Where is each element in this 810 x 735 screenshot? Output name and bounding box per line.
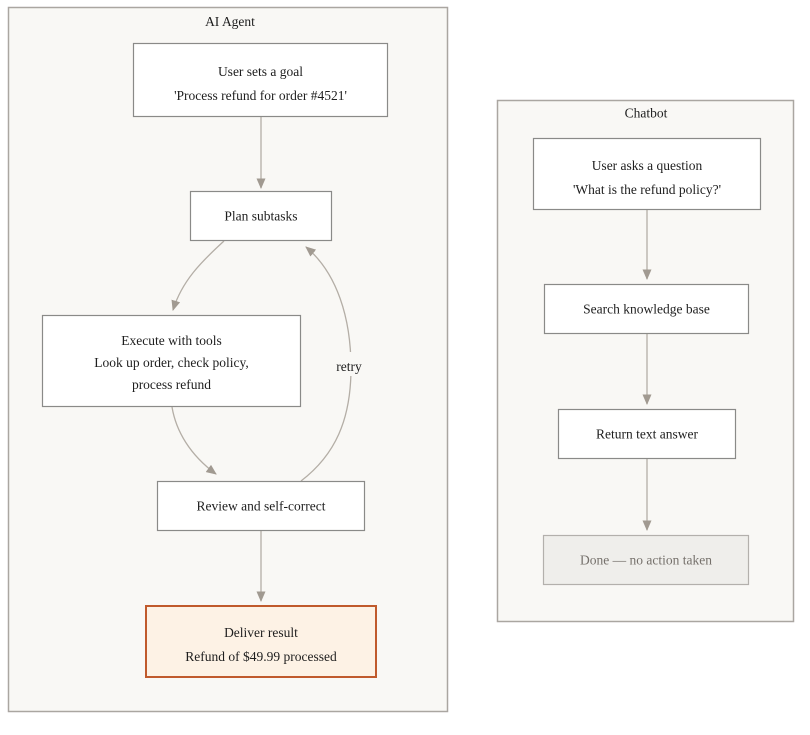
node-execute-tools: Execute with tools Look up order, check … xyxy=(41,314,302,408)
node-done-no-action: Done — no action taken xyxy=(542,534,750,586)
node-search-knowledge-base: Search knowledge base xyxy=(543,283,750,335)
retry-edge-label: retry xyxy=(332,352,366,376)
node-execute-tools-box xyxy=(41,314,302,408)
node-user-goal-line1: User sets a goal xyxy=(218,64,303,79)
node-deliver-result: Deliver result Refund of $49.99 processe… xyxy=(145,605,377,678)
node-done-no-action-label: Done — no action taken xyxy=(580,553,712,568)
chatbot-title: Chatbot xyxy=(625,106,668,121)
node-done-no-action-box xyxy=(542,534,750,586)
node-plan-subtasks-label: Plan subtasks xyxy=(224,209,297,224)
node-user-question-line2: 'What is the refund policy?' xyxy=(573,182,721,197)
retry-label-background xyxy=(332,352,366,376)
node-user-question-box xyxy=(532,137,762,211)
node-user-question: User asks a question 'What is the refund… xyxy=(532,137,762,211)
node-review-self-correct-label: Review and self-correct xyxy=(197,499,326,514)
node-deliver-result-line1: Deliver result xyxy=(224,625,298,640)
edge-plan-to-execute xyxy=(171,240,225,311)
node-plan-subtasks: Plan subtasks xyxy=(189,190,333,242)
node-return-text-answer-box xyxy=(557,408,737,460)
node-return-text-answer-label: Return text answer xyxy=(596,427,698,442)
node-deliver-result-line2: Refund of $49.99 processed xyxy=(185,649,337,664)
node-plan-subtasks-box xyxy=(189,190,333,242)
node-user-goal-box xyxy=(132,42,389,118)
ai-agent-title: AI Agent xyxy=(205,14,255,29)
edge-execute-to-review xyxy=(171,406,217,475)
node-review-self-correct: Review and self-correct xyxy=(156,480,366,532)
node-review-self-correct-box xyxy=(156,480,366,532)
node-deliver-result-box xyxy=(145,605,377,678)
retry-label-text: retry xyxy=(336,359,362,374)
node-search-knowledge-base-label: Search knowledge base xyxy=(583,302,710,317)
node-user-goal: User sets a goal 'Process refund for ord… xyxy=(132,42,389,118)
node-execute-tools-line2: Look up order, check policy, xyxy=(94,355,249,370)
node-execute-tools-line3: process refund xyxy=(132,377,211,392)
node-search-knowledge-base-box xyxy=(543,283,750,335)
node-user-goal-line2: 'Process refund for order #4521' xyxy=(174,88,347,103)
node-return-text-answer: Return text answer xyxy=(557,408,737,460)
node-execute-tools-line1: Execute with tools xyxy=(121,333,221,348)
node-user-question-line1: User asks a question xyxy=(592,158,703,173)
